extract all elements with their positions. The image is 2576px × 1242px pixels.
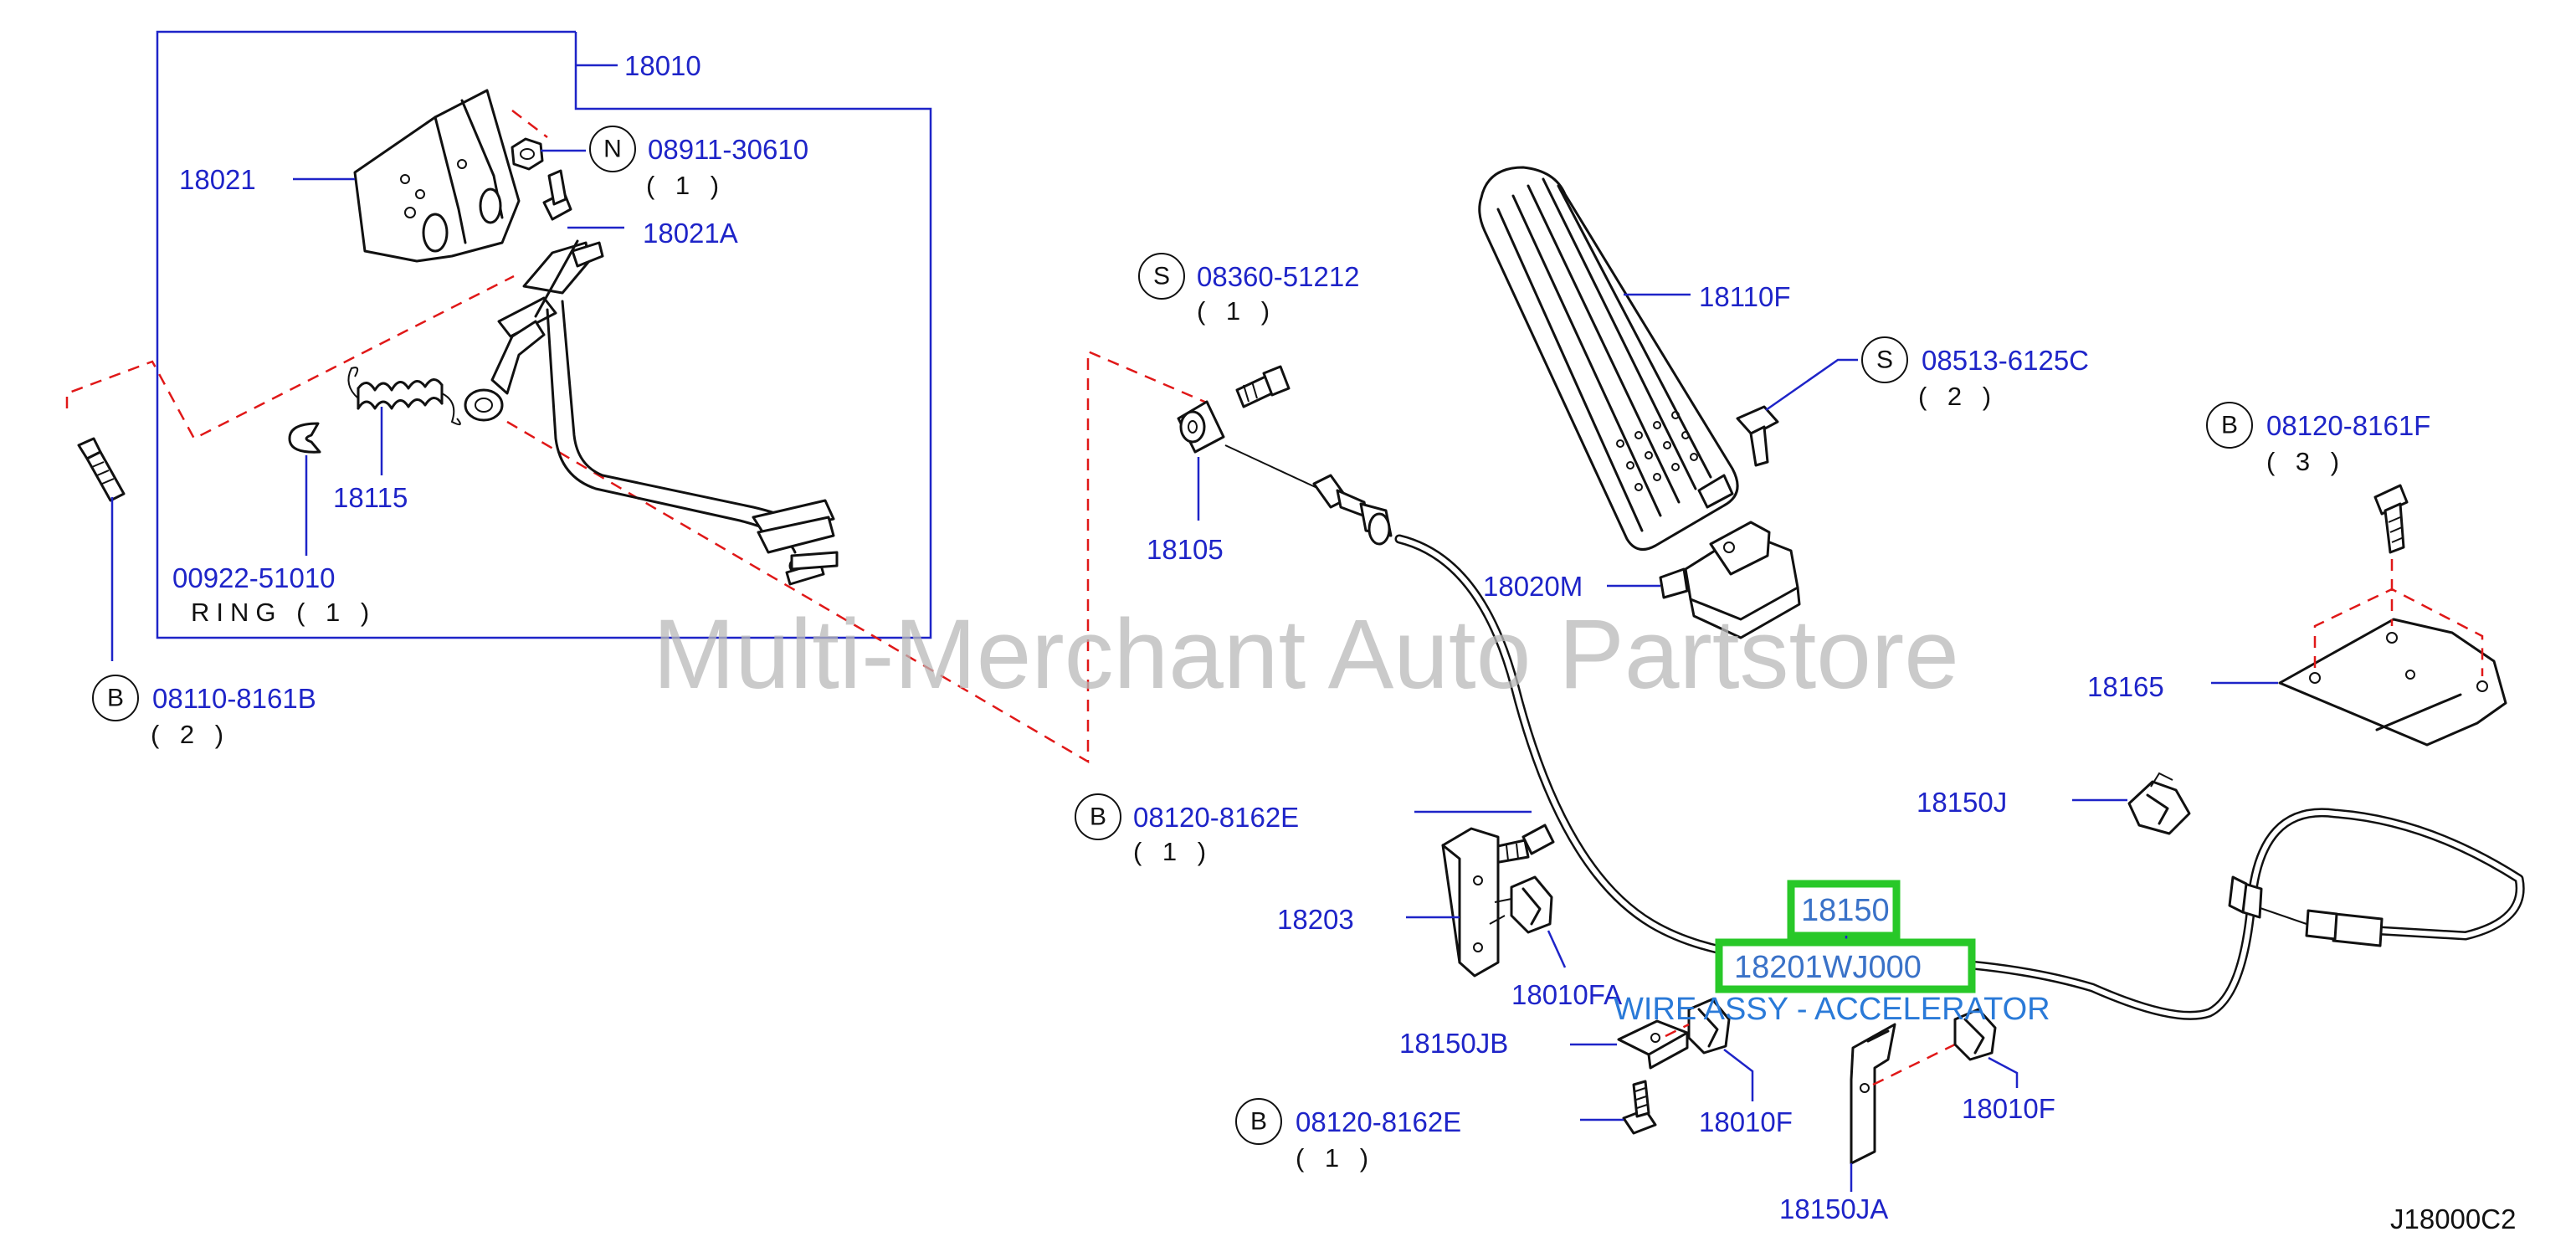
label-18010: 18010 [624,50,701,81]
pedal-pad-18110F [1478,166,1739,551]
label-18150JB: 18150JB [1399,1028,1508,1059]
diagram-code: J18000C2 [2390,1204,2516,1234]
label-18105: 18105 [1147,534,1224,565]
badge-08110: B [107,685,124,712]
qty-08911-30610: ( 1 ) [646,171,726,200]
badge-circle-08120E-lower [1235,1098,1282,1145]
bracket-18150JB [1617,1019,1689,1070]
screw-08360 [1235,365,1291,408]
dashed-link-pedal [506,350,1209,764]
clip-18010F-right [1953,1008,1997,1061]
assembly-frame [156,30,932,639]
bolt-08110 [77,437,126,502]
badge-08120E-lower: B [1250,1108,1267,1136]
badge-circle-08360 [1138,253,1185,300]
bracket-18203 [1441,827,1500,978]
label-18021A: 18021A [643,218,738,249]
label-18010FA: 18010FA [1511,979,1622,1010]
hinge-18020M [1659,521,1801,639]
ring-clip-00922 [288,422,321,454]
badge-08120F: B [2221,412,2238,439]
bracket-18021 [353,89,521,263]
badge-circle-08513 [1861,336,1908,383]
label-00922-51010: 00922-51010 [172,562,336,593]
qty-08120-8162E-lower: ( 1 ) [1296,1143,1375,1173]
qty-08513-6125C: ( 2 ) [1918,382,1998,411]
label-18150JA: 18150JA [1779,1193,1888,1224]
badge-circle-08110 [92,675,139,721]
label-08120-8161F: 08120-8161F [2266,410,2430,441]
qty-08360-51212: ( 1 ) [1197,296,1276,326]
badge-circle-08120E-upper [1075,793,1121,840]
clip-18010F-left [1665,998,1731,1055]
highlight-box-18150[interactable] [1787,880,1901,940]
qty-08110-8161B: ( 2 ) [151,720,230,749]
label-08120-8162E-upper: 08120-8162E [1133,802,1299,833]
highlighted-part-18150[interactable]: 18150 [1787,880,1901,940]
badge-08911: N [603,136,622,163]
label-ring-qty: RING ( 1 ) [191,598,376,627]
clip-18150J [2127,772,2191,835]
highlight-label-18150[interactable]: 18150 [1801,893,1890,928]
clip-18010FA [1489,875,1553,934]
badge-08360: S [1153,263,1170,290]
label-18165: 18165 [2087,671,2164,702]
badge-08513: S [1876,346,1893,374]
screw-08513 [1736,405,1779,467]
bolt-18021A [542,169,572,221]
highlight-description: WIRE ASSY - ACCELERATOR [1614,992,2050,1027]
label-08110-8161B: 08110-8161B [152,683,316,714]
accelerator-cable-18201WJ000 [1394,534,2525,1020]
highlight-part-number[interactable]: 18201WJ000 [1734,950,1922,985]
label-08120-8162E-lower: 08120-8162E [1296,1106,1461,1137]
label-18021: 18021 [179,164,256,195]
bracket-18150JA [1850,1023,1956,1165]
label-08911-30610: 08911-30610 [648,134,808,165]
label-08360-51212: 08360-51212 [1197,261,1360,292]
label-18203: 18203 [1277,904,1354,935]
nut-08911 [511,137,544,171]
badge-08120E-upper: B [1090,803,1106,831]
highlight-box-18201WJ000[interactable] [1715,938,1976,993]
label-18110F: 18110F [1699,281,1790,312]
badge-circle-08911 [589,126,636,172]
qty-08120-8162E-upper: ( 1 ) [1133,837,1213,866]
qty-08120-8161F: ( 3 ) [2266,447,2346,476]
label-18010F-right: 18010F [1962,1093,2055,1124]
bracket-18165 [2278,484,2507,747]
label-18020M: 18020M [1483,571,1583,602]
bolt-08120-8162E-lower [1622,1080,1657,1135]
label-18150J: 18150J [1917,787,2007,818]
pedal-arm [464,239,839,586]
highlighted-part-18201WJ000[interactable]: 18201WJ000 [1715,938,1976,993]
bushing-18105 [1177,400,1225,454]
spring-18115 [347,367,461,426]
watermark: Multi-Merchant Auto Partstore [653,599,1959,710]
label-18115: 18115 [333,482,408,513]
label-08513-6125C: 08513-6125C [1922,345,2089,376]
badge-circle-08120F [2206,402,2253,449]
pedal-assembly-group: 18010 18021 N 08911-30610 ( 1 ) 18021A 1… [65,30,1209,764]
cable-end-group: S 08360-51212 ( 1 ) 18105 [1138,253,1393,565]
pedal-dots [1616,411,1698,491]
dashed-link-left [65,275,515,440]
label-18010F-left: 18010F [1699,1106,1793,1137]
